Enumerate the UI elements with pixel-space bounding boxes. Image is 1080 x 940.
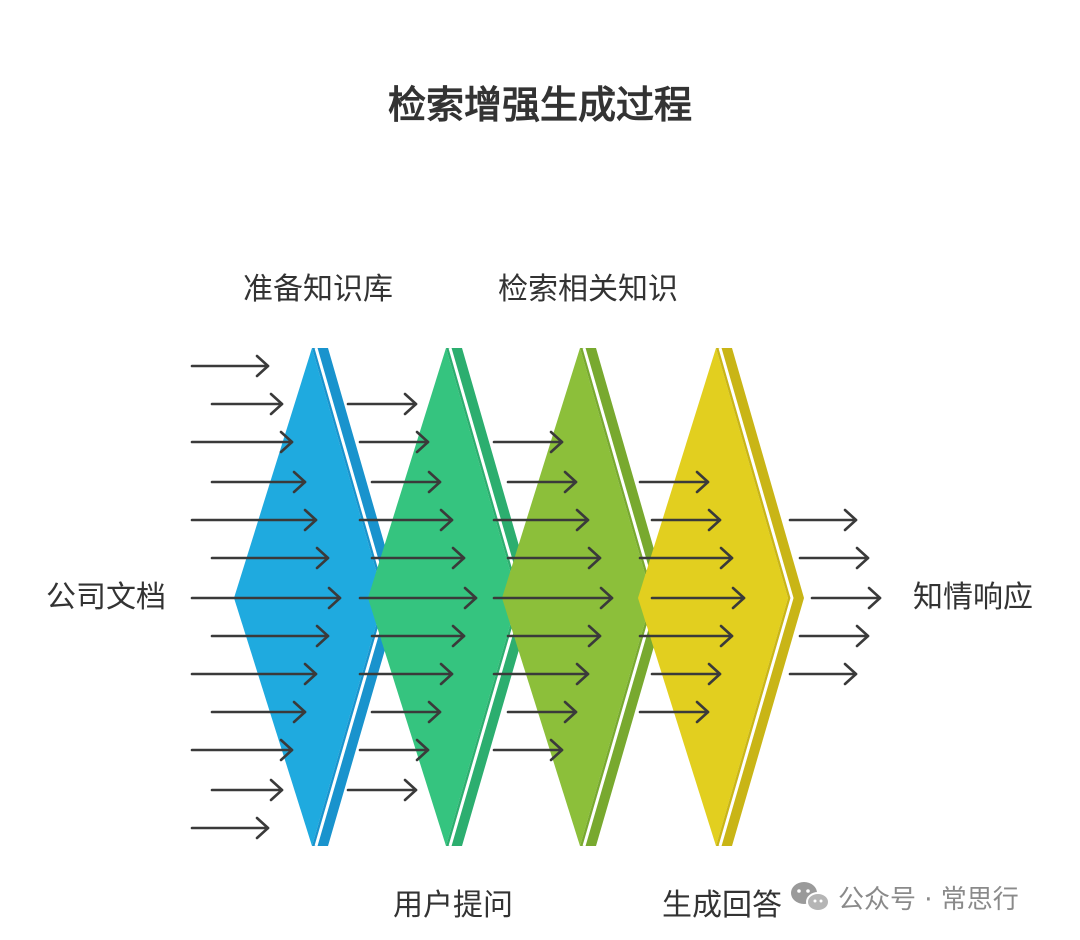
input-arrow	[190, 430, 294, 454]
stage-2-side-band	[446, 348, 534, 846]
input-arrow	[210, 470, 307, 494]
wechat-icon	[791, 882, 830, 912]
input-label: 公司文档	[46, 580, 166, 615]
input-arrow	[190, 816, 270, 840]
stage2-stage3-arrow	[492, 662, 590, 686]
stage-4-side-band	[716, 348, 804, 846]
stage2-stage3-arrow	[506, 470, 578, 494]
stage3-stage4-arrow	[638, 546, 734, 570]
stage-1-side-band	[312, 348, 400, 846]
input-arrow	[190, 662, 318, 686]
stage2-label: 用户提问	[393, 888, 513, 923]
stage3-stage4-arrow	[638, 470, 710, 494]
stage1-stage2-arrow	[370, 700, 442, 724]
stage2-stage3-arrow	[492, 586, 614, 610]
input-arrow	[210, 778, 284, 802]
flow-arrows	[190, 354, 882, 840]
input-arrow	[210, 392, 284, 416]
stage1-stage2-arrow	[358, 430, 430, 454]
stage4-label: 生成回答	[662, 888, 782, 923]
input-arrow	[190, 586, 342, 610]
stage1-stage2-arrow	[370, 546, 466, 570]
stage3-stage4-arrow	[638, 700, 710, 724]
stage1-stage2-arrow	[358, 586, 478, 610]
stage1-stage2-arrow	[370, 624, 466, 648]
stage1-stage2-arrow	[346, 392, 418, 416]
input-arrow	[210, 546, 330, 570]
stage3-stage4-arrow	[650, 662, 722, 686]
output-label: 知情响应	[913, 580, 1033, 615]
stage1-stage2-arrow	[358, 508, 454, 532]
stage2-stage3-arrow	[506, 624, 602, 648]
watermark-text: 公众号 · 常思行	[838, 885, 1019, 915]
input-arrow	[190, 508, 318, 532]
input-arrow	[190, 354, 270, 378]
stage1-stage2-arrow	[358, 662, 454, 686]
watermark: 公众号 · 常思行	[791, 882, 1019, 915]
input-arrow	[210, 700, 307, 724]
stage2-stage3-arrow	[492, 508, 590, 532]
output-arrow	[788, 508, 858, 532]
stage3-label: 检索相关知识	[498, 272, 678, 307]
output-arrow	[788, 662, 858, 686]
stage3-stage4-arrow	[638, 624, 734, 648]
stage2-stage3-arrow	[492, 430, 564, 454]
input-arrow	[210, 624, 330, 648]
stage3-stage4-arrow	[650, 508, 722, 532]
input-arrow	[190, 738, 294, 762]
stage3-stage4-arrow	[650, 586, 746, 610]
stage1-stage2-arrow	[346, 778, 418, 802]
output-arrow	[798, 546, 870, 570]
stage-4-highlight	[718, 347, 794, 847]
stage2-stage3-arrow	[506, 546, 602, 570]
stage2-stage3-arrow	[506, 700, 578, 724]
output-arrow	[798, 624, 870, 648]
stage2-stage3-arrow	[492, 738, 564, 762]
stage-3-side-band	[580, 348, 668, 846]
stage1-label: 准备知识库	[243, 272, 393, 307]
stage1-stage2-arrow	[358, 738, 430, 762]
stage1-stage2-arrow	[370, 470, 442, 494]
page-title: 检索增强生成过程	[388, 83, 692, 127]
output-arrow	[810, 586, 882, 610]
